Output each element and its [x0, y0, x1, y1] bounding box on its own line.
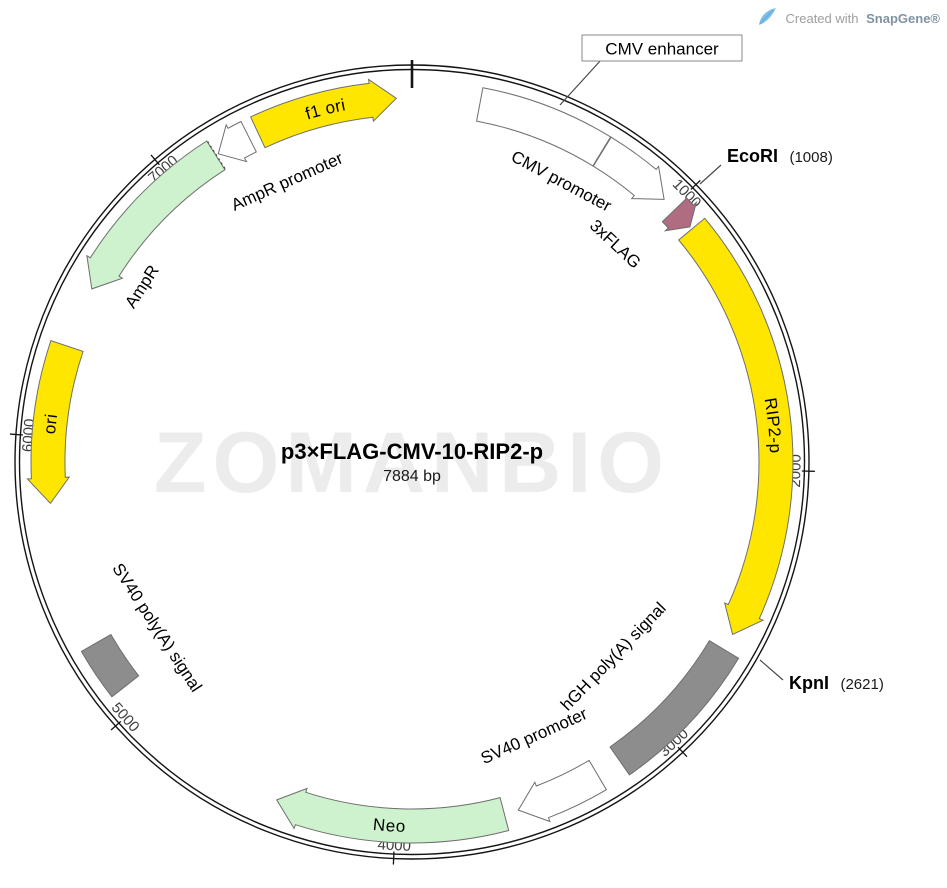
feature-label-ori: ori [40, 412, 61, 434]
site-label: EcoRI (1008) [727, 146, 833, 166]
plasmid-size: 7884 bp [383, 468, 441, 485]
callout-label: CMV enhancer [605, 40, 719, 59]
feature-neo [275, 787, 510, 844]
feather-icon-stem [759, 9, 774, 25]
tick-mark-6000 [9, 433, 23, 436]
plasmid-name: p3×FLAG-CMV-10-RIP2-p [281, 439, 543, 464]
feature-label-3xflag: 3xFLAG [586, 216, 645, 272]
site-position: (2621) [840, 676, 883, 693]
feature-cmv-enhancer [476, 87, 612, 167]
tick-label-5000: 5000 [108, 699, 143, 735]
feature-label-ampr: AmpR [121, 262, 163, 312]
feature-3xflag [661, 197, 698, 232]
feature-sv40-promoter [517, 759, 608, 823]
credit-brand: SnapGene® [866, 11, 940, 26]
cmv-enhancer-callout: CMV enhancer [559, 34, 743, 106]
credit-text: Created with SnapGene® [786, 11, 941, 26]
restriction-site-kpni: KpnI (2621) [759, 659, 884, 693]
site-label: KpnI (2621) [789, 673, 884, 693]
site-leader-line [759, 659, 784, 681]
credit-created-with: Created with [786, 11, 859, 26]
feature-label-neo: Neo [372, 815, 406, 836]
tick-mark-7000 [150, 154, 160, 166]
feature-sv40-poly-a-signal [80, 633, 140, 698]
tick-mark-4000 [392, 851, 395, 865]
tick-mark-1000 [690, 179, 701, 190]
watermark: ZOMANBIO [154, 415, 670, 511]
tick-mark-5000 [110, 720, 122, 731]
feature-rip2-p [677, 217, 794, 636]
callout-box [581, 34, 743, 62]
restriction-site-ecori: EcoRI (1008) [699, 146, 833, 185]
feature-ampr-promoter [217, 120, 257, 163]
site-position: (1008) [789, 149, 832, 166]
feature-label-sv40-promoter: SV40 promoter [478, 704, 590, 768]
credit: Created with SnapGene® [759, 8, 940, 26]
feature-label-rip2-p: RIP2-p [761, 396, 785, 454]
feature-ampr [86, 140, 226, 290]
site-name: EcoRI [727, 146, 778, 166]
feature-label-ampr-promoter: AmpR promoter [228, 148, 346, 214]
callout-leader-line [559, 59, 602, 106]
feature-cmv-promoter [592, 136, 665, 200]
site-leader-line [699, 164, 722, 185]
feature-hgh-poly-a-signal [609, 640, 740, 776]
feature-label-hgh-poly-a-signal: hGH poly(A) signal [557, 599, 670, 715]
feature-ori [26, 339, 84, 505]
feature-boundary-dotted [207, 141, 226, 169]
tick-mark-3000 [677, 746, 688, 758]
feature-f1-ori [249, 78, 398, 149]
site-name: KpnI [789, 673, 829, 693]
